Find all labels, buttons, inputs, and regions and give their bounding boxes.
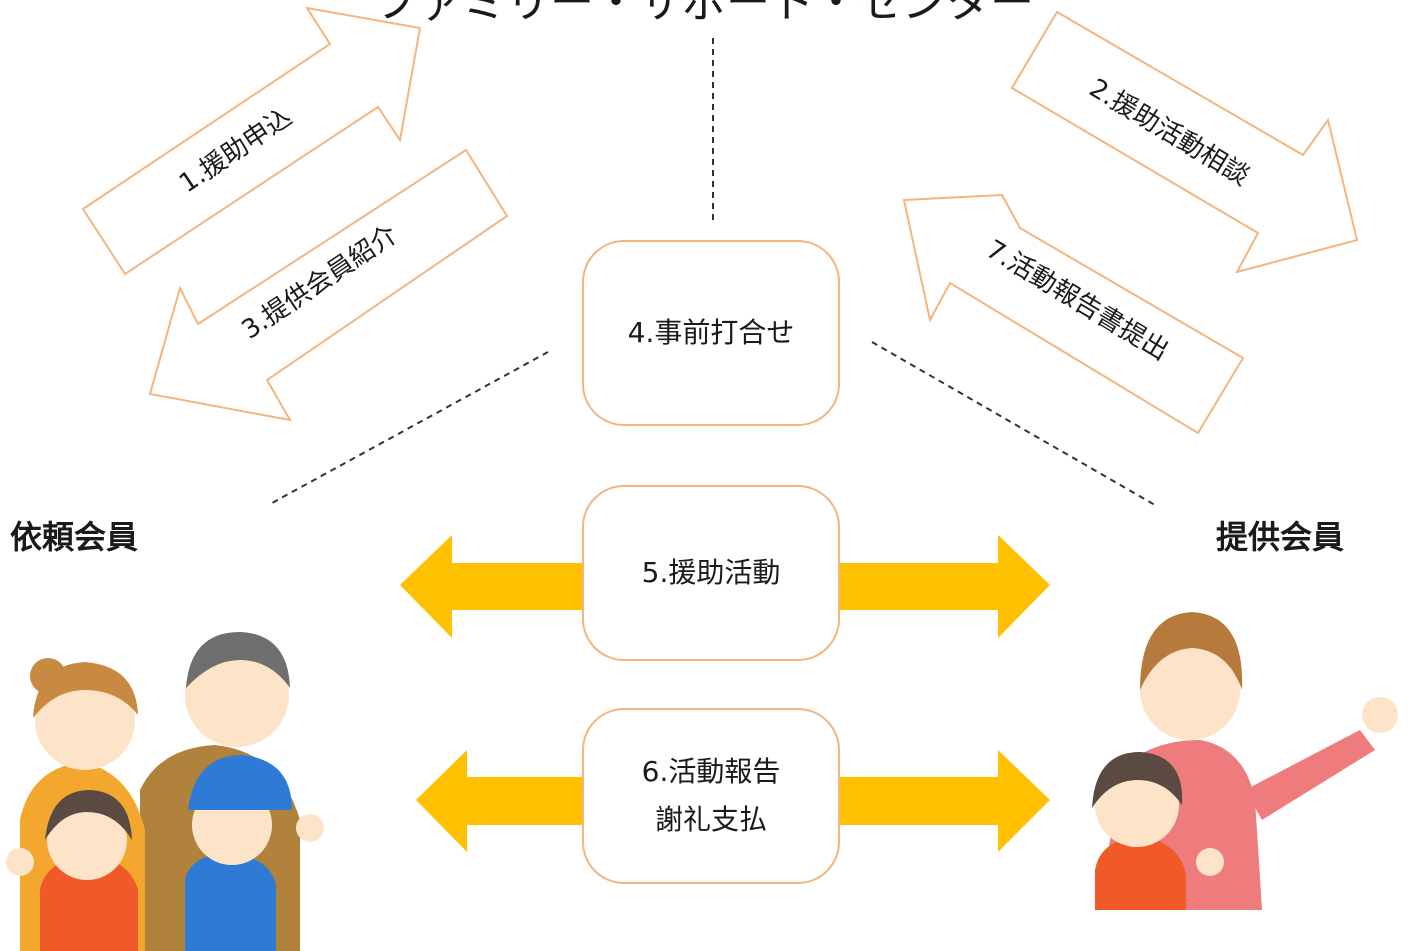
requester-member-label: 依頼会員 — [10, 518, 139, 556]
step6-box: 6.活動報告 謝礼支払 — [582, 708, 840, 884]
step6-label-line1: 6.活動報告 — [641, 755, 781, 788]
step4-label: 4.事前打合せ — [627, 316, 795, 349]
arrow-step2 — [1010, 10, 1359, 274]
family-illustration — [6, 632, 324, 951]
step5-label: 5.援助活動 — [641, 556, 781, 589]
arrow-step3 — [148, 148, 509, 422]
arrow-step1 — [81, 6, 422, 276]
step6-label-line2: 謝礼支払 — [654, 803, 767, 836]
mother-child-illustration — [1092, 612, 1398, 910]
step4-box: 4.事前打合せ — [582, 240, 840, 426]
step5-box: 5.援助活動 — [582, 485, 840, 661]
provider-member-label: 提供会員 — [1216, 518, 1345, 556]
dashed-line-left — [271, 351, 549, 504]
arrow-step7 — [902, 193, 1245, 435]
family-support-center-title: ファミリー・サポート・センター — [374, 0, 1034, 28]
